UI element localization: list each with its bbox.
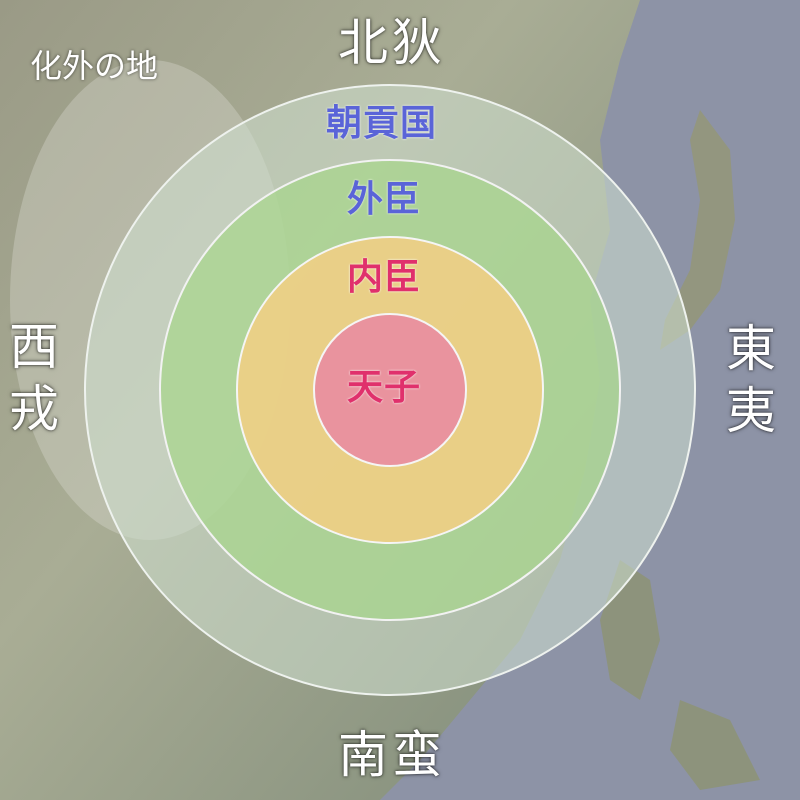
ring-label-tributary: 朝貢国: [326, 103, 438, 144]
west-label: 西戎: [1, 320, 59, 444]
north-label: 北狄: [338, 14, 446, 72]
ring-label-outer-vassal: 外臣: [347, 179, 422, 220]
ring-label-inner-vassal: 内臣: [347, 257, 422, 298]
ring-emperor: [313, 313, 467, 467]
ring-label-emperor: 天子: [347, 367, 422, 408]
southeast-islands: [600, 560, 760, 790]
east-label: 東夷: [718, 322, 776, 446]
japan-island: [660, 110, 735, 350]
outside-label: 化外の地: [30, 47, 159, 85]
south-label: 南蛮: [338, 726, 446, 784]
